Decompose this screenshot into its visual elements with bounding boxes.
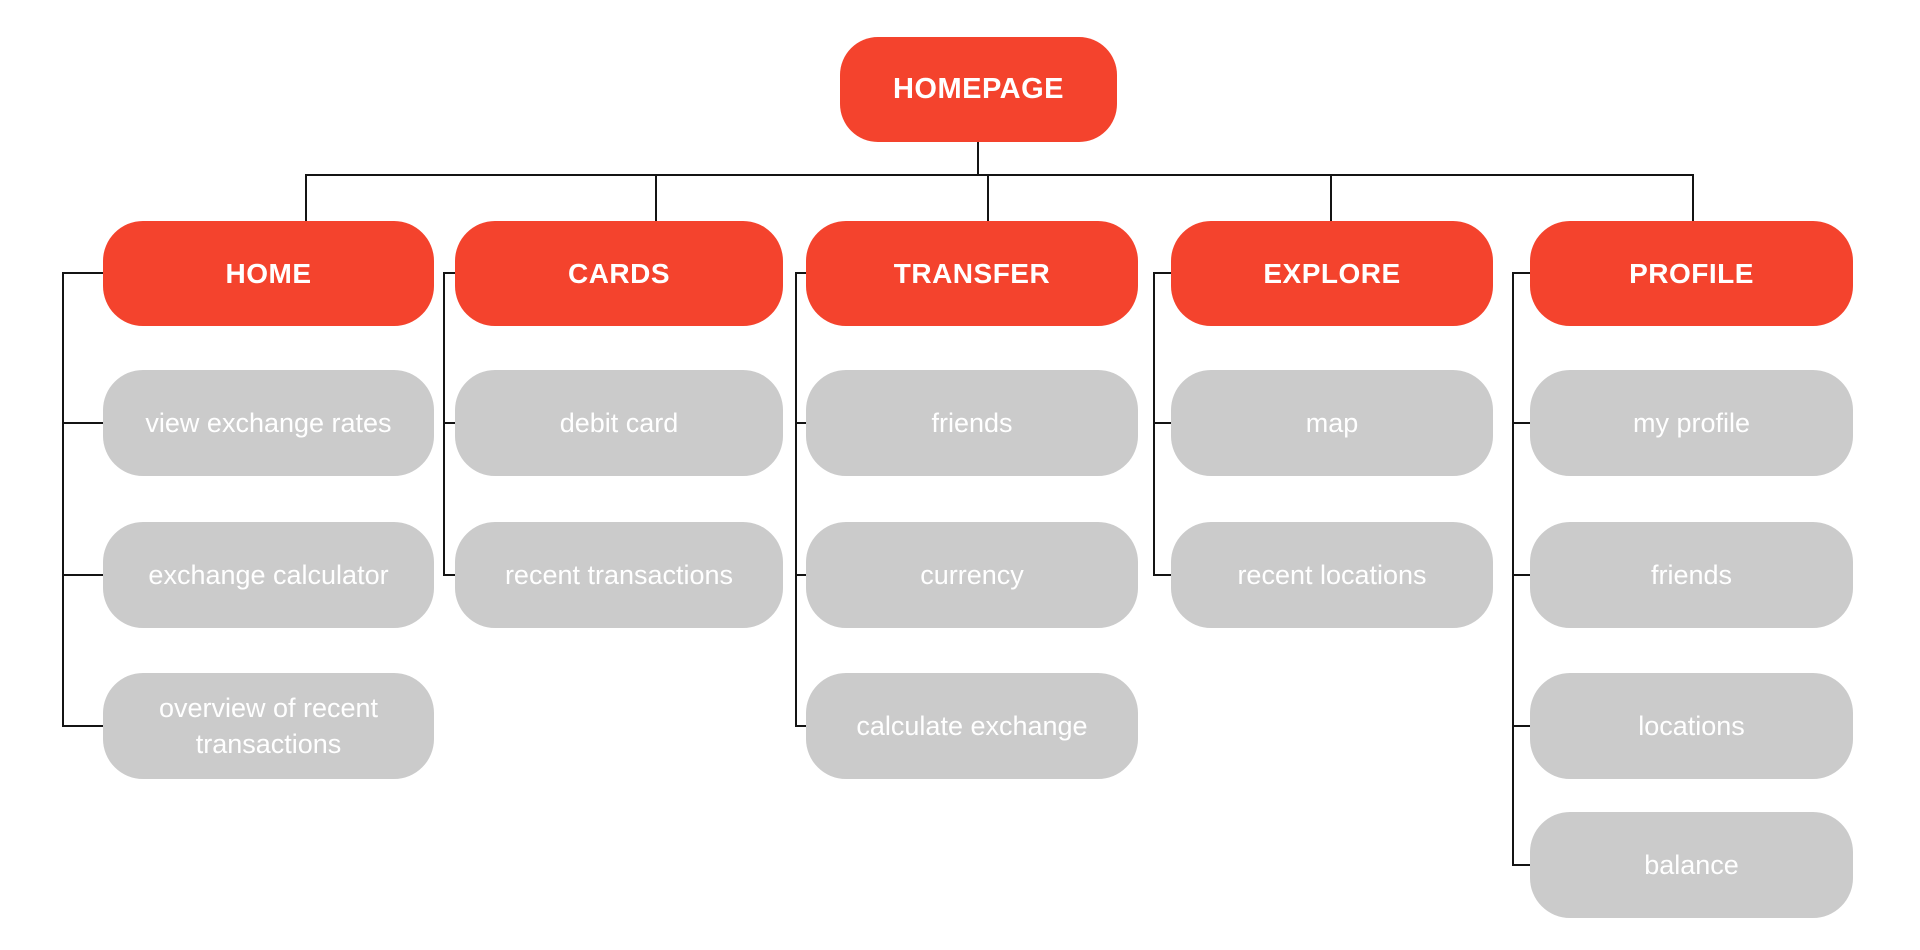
connector-line	[1692, 174, 1694, 221]
node-view-exchange-rates: view exchange rates	[103, 370, 434, 476]
node-exchange-calculator: exchange calculator	[103, 522, 434, 628]
node-overview-of-recent-transactions: overview of recent transactions	[103, 673, 434, 779]
connector-line	[443, 574, 455, 576]
connector-line	[62, 422, 103, 424]
connector-line	[1330, 174, 1332, 221]
connector-line	[443, 422, 455, 424]
node-friends: friends	[806, 370, 1138, 476]
connector-line	[62, 272, 64, 727]
connector-line	[443, 272, 445, 576]
connector-line	[1512, 272, 1530, 274]
connector-line	[62, 725, 103, 727]
connector-line	[62, 574, 103, 576]
connector-line	[1512, 272, 1514, 866]
connector-line	[443, 272, 455, 274]
node-explore: EXPLORE	[1171, 221, 1493, 326]
connector-line	[1512, 864, 1530, 866]
connector-line	[1153, 272, 1171, 274]
node-currency: currency	[806, 522, 1138, 628]
connector-line	[795, 574, 806, 576]
node-recent-locations: recent locations	[1171, 522, 1493, 628]
connector-line	[795, 422, 806, 424]
node-my-profile: my profile	[1530, 370, 1853, 476]
node-calculate-exchange: calculate exchange	[806, 673, 1138, 779]
connector-line	[655, 174, 657, 221]
node-locations: locations	[1530, 673, 1853, 779]
connector-line	[795, 272, 797, 727]
connector-line	[795, 725, 806, 727]
node-map: map	[1171, 370, 1493, 476]
connector-line	[1153, 574, 1171, 576]
node-profile: PROFILE	[1530, 221, 1853, 326]
node-debit-card: debit card	[455, 370, 783, 476]
connector-line	[1153, 272, 1155, 576]
connector-line	[1512, 422, 1530, 424]
connector-line	[795, 272, 806, 274]
connector-line	[1512, 574, 1530, 576]
node-transfer: TRANSFER	[806, 221, 1138, 326]
node-cards: CARDS	[455, 221, 783, 326]
connector-line	[977, 142, 979, 174]
node-recent-transactions: recent transactions	[455, 522, 783, 628]
connector-line	[62, 272, 103, 274]
node-friends: friends	[1530, 522, 1853, 628]
connector-line	[305, 174, 1694, 176]
node-balance: balance	[1530, 812, 1853, 918]
connector-line	[1512, 725, 1530, 727]
node-home: HOME	[103, 221, 434, 326]
connector-line	[305, 174, 307, 221]
connector-line	[1153, 422, 1171, 424]
connector-line	[987, 174, 989, 221]
node-homepage: HOMEPAGE	[840, 37, 1117, 142]
